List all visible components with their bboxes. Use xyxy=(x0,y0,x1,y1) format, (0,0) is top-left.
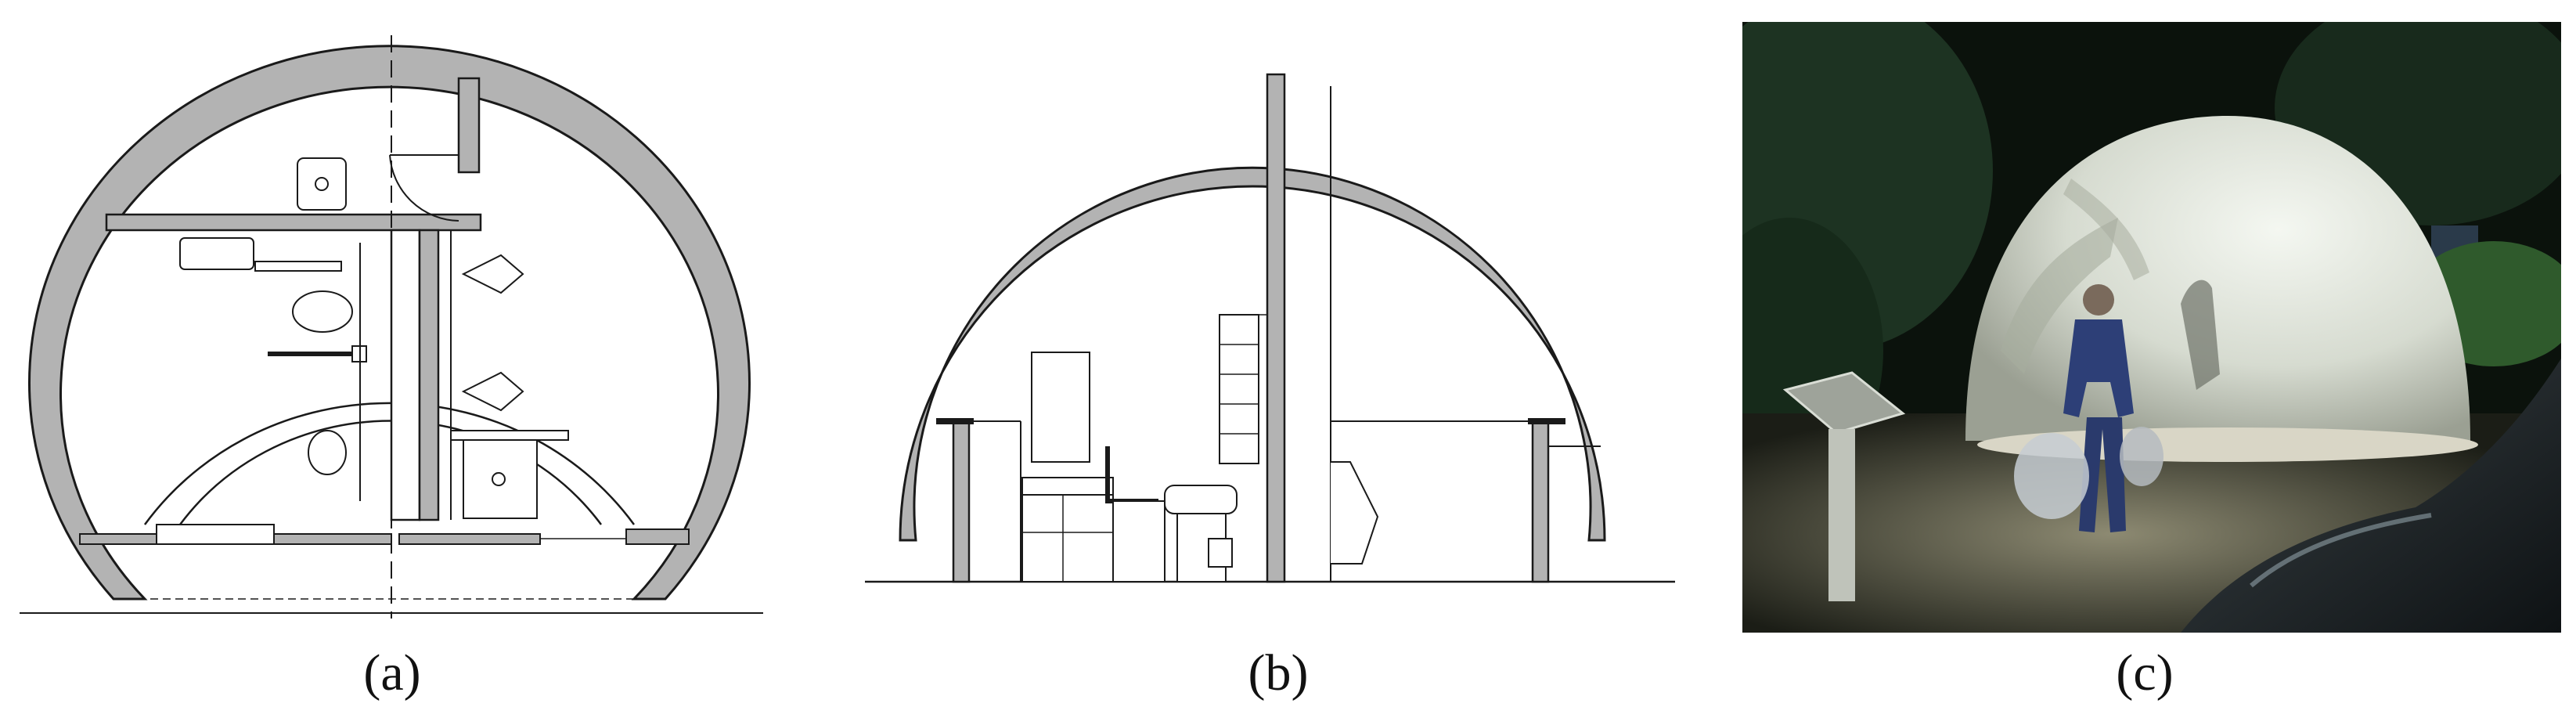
person-legs xyxy=(2079,417,2126,532)
grab-bar-top xyxy=(254,261,342,272)
floor-end xyxy=(625,528,690,545)
caption-c: (c) xyxy=(2116,644,2174,702)
center-wall xyxy=(1266,73,1286,583)
urinal-profile xyxy=(1331,461,1379,564)
night-photo-panel xyxy=(1742,22,2561,633)
toilet-small xyxy=(308,430,347,475)
outer-shell-wall xyxy=(28,45,751,601)
accessible-sink xyxy=(179,237,254,270)
car-highlight xyxy=(2250,513,2432,588)
caption-a: (a) xyxy=(363,644,421,702)
left-pier xyxy=(952,420,971,583)
right-pier xyxy=(1531,420,1550,583)
central-partition xyxy=(390,229,421,521)
left-pier-cap xyxy=(936,418,974,424)
trash-bag-right xyxy=(2120,427,2163,486)
accessible-toilet xyxy=(292,290,353,333)
section-drawing xyxy=(865,73,1675,583)
person-shadow xyxy=(2181,280,2220,390)
partition-wall xyxy=(418,229,440,521)
entry-step-left xyxy=(156,524,275,545)
top-vertical-wall xyxy=(457,77,481,174)
signboard-post xyxy=(1828,429,1855,601)
floor-plan-drawing xyxy=(20,35,763,619)
floor-left xyxy=(79,533,165,545)
sink-top xyxy=(297,157,347,211)
shadow-branch-1 xyxy=(2001,218,2118,374)
person-head xyxy=(2083,284,2114,316)
right-pier-cap xyxy=(1528,418,1565,424)
shadow-branch-2 xyxy=(2063,179,2149,280)
mirror-panel xyxy=(1031,352,1090,463)
night-photo-image xyxy=(1742,22,2561,633)
grab-bar xyxy=(1105,446,1158,503)
door-swing xyxy=(389,154,459,222)
baby-seat xyxy=(1021,477,1114,496)
dome-base xyxy=(1977,427,2478,462)
trash-bag-left xyxy=(2014,433,2089,519)
floor-plan-panel xyxy=(16,23,767,626)
toilet-seat xyxy=(1164,485,1238,514)
person-body xyxy=(2063,319,2134,417)
wash-basin xyxy=(463,439,538,519)
basin-counter xyxy=(450,430,569,441)
basin-drain xyxy=(492,472,506,486)
shell-section xyxy=(899,166,1606,542)
urinal-2 xyxy=(461,371,524,412)
sink-drain xyxy=(315,177,329,191)
cabinet xyxy=(1021,494,1114,583)
floor-center xyxy=(273,533,392,545)
shelf-unit xyxy=(1219,314,1259,464)
floor-right xyxy=(398,533,541,545)
caption-b: (b) xyxy=(1248,644,1309,702)
foreground-car xyxy=(2181,359,2561,633)
inner-arc-1 xyxy=(143,402,636,525)
signboard xyxy=(1782,371,1906,435)
urinal-1 xyxy=(461,254,524,294)
toilet-body xyxy=(1112,500,1166,583)
section-panel xyxy=(861,23,1691,626)
paper-holder xyxy=(1208,538,1233,568)
horizontal-wall xyxy=(105,213,482,232)
